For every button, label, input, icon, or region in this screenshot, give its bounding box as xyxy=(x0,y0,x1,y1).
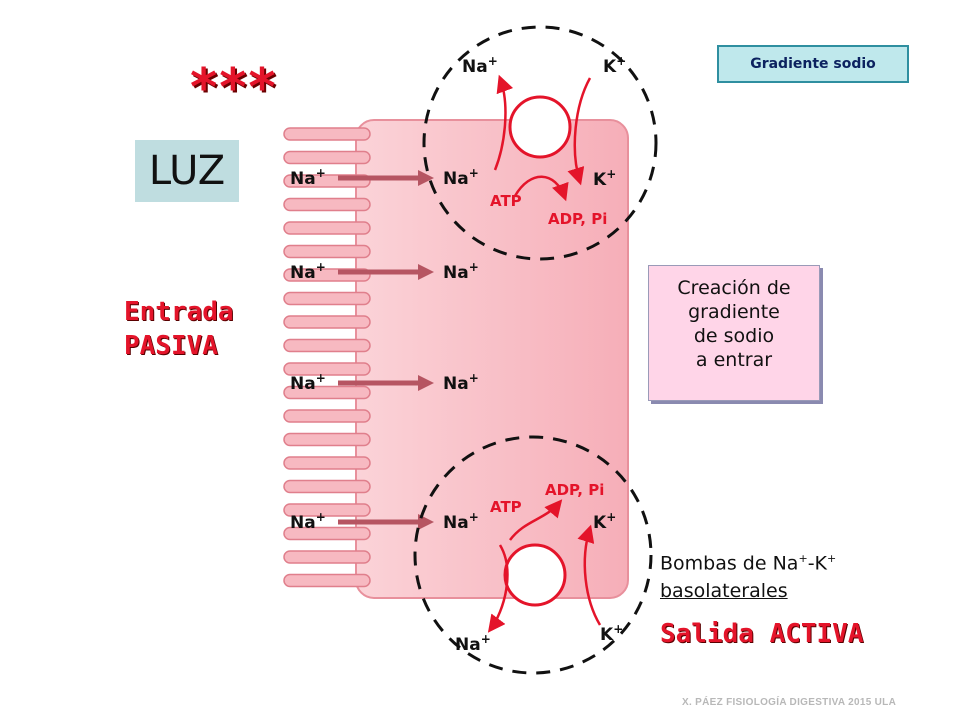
passive-entry-line1: Entrada xyxy=(124,297,234,327)
creation-line4: a entrar xyxy=(695,349,773,371)
microvillus xyxy=(283,479,371,494)
bombas-mid: -K xyxy=(807,552,828,575)
cell-body xyxy=(283,119,629,599)
microvillus xyxy=(283,315,371,329)
sodium-entry-arrows xyxy=(338,170,434,530)
na-cell-label: Na+ xyxy=(443,166,479,189)
sodium-channel-arrowhead xyxy=(418,375,434,391)
na-cell-label: Na+ xyxy=(443,371,479,394)
pump-bottom-adp: ADP, Pi xyxy=(545,481,604,499)
microvillus xyxy=(283,550,371,564)
bombas-sup1: + xyxy=(798,552,808,565)
microvillus xyxy=(283,573,371,588)
na-k-pump-bottom xyxy=(413,435,653,675)
sodium-channel-arrowhead xyxy=(418,170,434,186)
creation-line1: Creación de xyxy=(677,277,791,299)
pump-top-k-out: K+ xyxy=(603,54,626,77)
microvillus xyxy=(283,150,371,165)
microvillus xyxy=(283,244,371,259)
microvillus xyxy=(283,127,371,141)
pump-bottom-na-out: Na+ xyxy=(455,632,491,655)
sodium-channel-arrowhead xyxy=(418,264,434,280)
passive-entry-label: Entrada PASIVA xyxy=(124,295,234,363)
basolateral-pumps-note: Bombas de Na+-K+ basolaterales xyxy=(660,545,836,605)
gradient-sodium-badge: Gradiente sodio xyxy=(717,45,909,83)
na-lumen-label: Na+ xyxy=(290,260,326,283)
microvillus xyxy=(283,503,371,517)
creation-line3: de sodio xyxy=(693,325,775,347)
dashed-circle-highlight-icon xyxy=(422,25,658,261)
microvillus xyxy=(283,291,371,306)
na-cell-label: Na+ xyxy=(443,260,479,283)
pump-top-adp: ADP, Pi xyxy=(548,210,607,228)
na-k-pump-top xyxy=(422,25,658,261)
ion-labels: Na+ Na+ Na+ Na+ Na+ Na+ Na+ Na+ Na+ K+ K+ ATP ADP, P… xyxy=(290,54,626,655)
passive-entry-line2: PASIVA xyxy=(124,331,218,361)
microvillus xyxy=(283,456,371,470)
credit-footer: X. PÁEZ FISIOLOGÍA DIGESTIVA 2015 ULA xyxy=(682,697,897,708)
bombas-line2: basolaterales xyxy=(660,580,788,603)
microvillus xyxy=(283,338,371,353)
microvillus xyxy=(283,526,371,541)
active-exit-label: Salida ACTIVA xyxy=(660,619,864,649)
pump-bottom-k-in: K+ xyxy=(593,510,616,533)
gradient-creation-note: Creación de gradiente de sodio a entrar xyxy=(648,265,820,401)
na-k-pump-icon xyxy=(503,543,567,607)
na-lumen-label: Na+ xyxy=(290,166,326,189)
bombas-sup2: + xyxy=(827,552,837,565)
stars-emphasis: *** xyxy=(190,58,278,118)
microvillus xyxy=(283,409,371,423)
pump-top-atp: ATP xyxy=(490,192,522,210)
pump-bottom-atp: ATP xyxy=(490,498,522,516)
bombas-prefix: Bombas de Na xyxy=(660,552,799,575)
lumen-label: LUZ xyxy=(135,140,239,202)
na-cell-label: Na+ xyxy=(443,510,479,533)
na-k-pump-icon xyxy=(508,95,572,159)
pump-bottom-k-out: K+ xyxy=(600,622,623,645)
creation-line2: gradiente xyxy=(688,301,780,323)
microvillus xyxy=(283,362,371,376)
microvillus xyxy=(283,385,371,400)
dashed-circle-highlight-icon xyxy=(413,435,653,675)
microvillus xyxy=(283,432,371,447)
microvillus xyxy=(283,221,371,235)
pump-top-k-in: K+ xyxy=(593,167,616,190)
na-lumen-label: Na+ xyxy=(290,371,326,394)
na-lumen-label: Na+ xyxy=(290,510,326,533)
microvillus xyxy=(283,197,371,212)
pump-top-na-out: Na+ xyxy=(462,54,498,77)
